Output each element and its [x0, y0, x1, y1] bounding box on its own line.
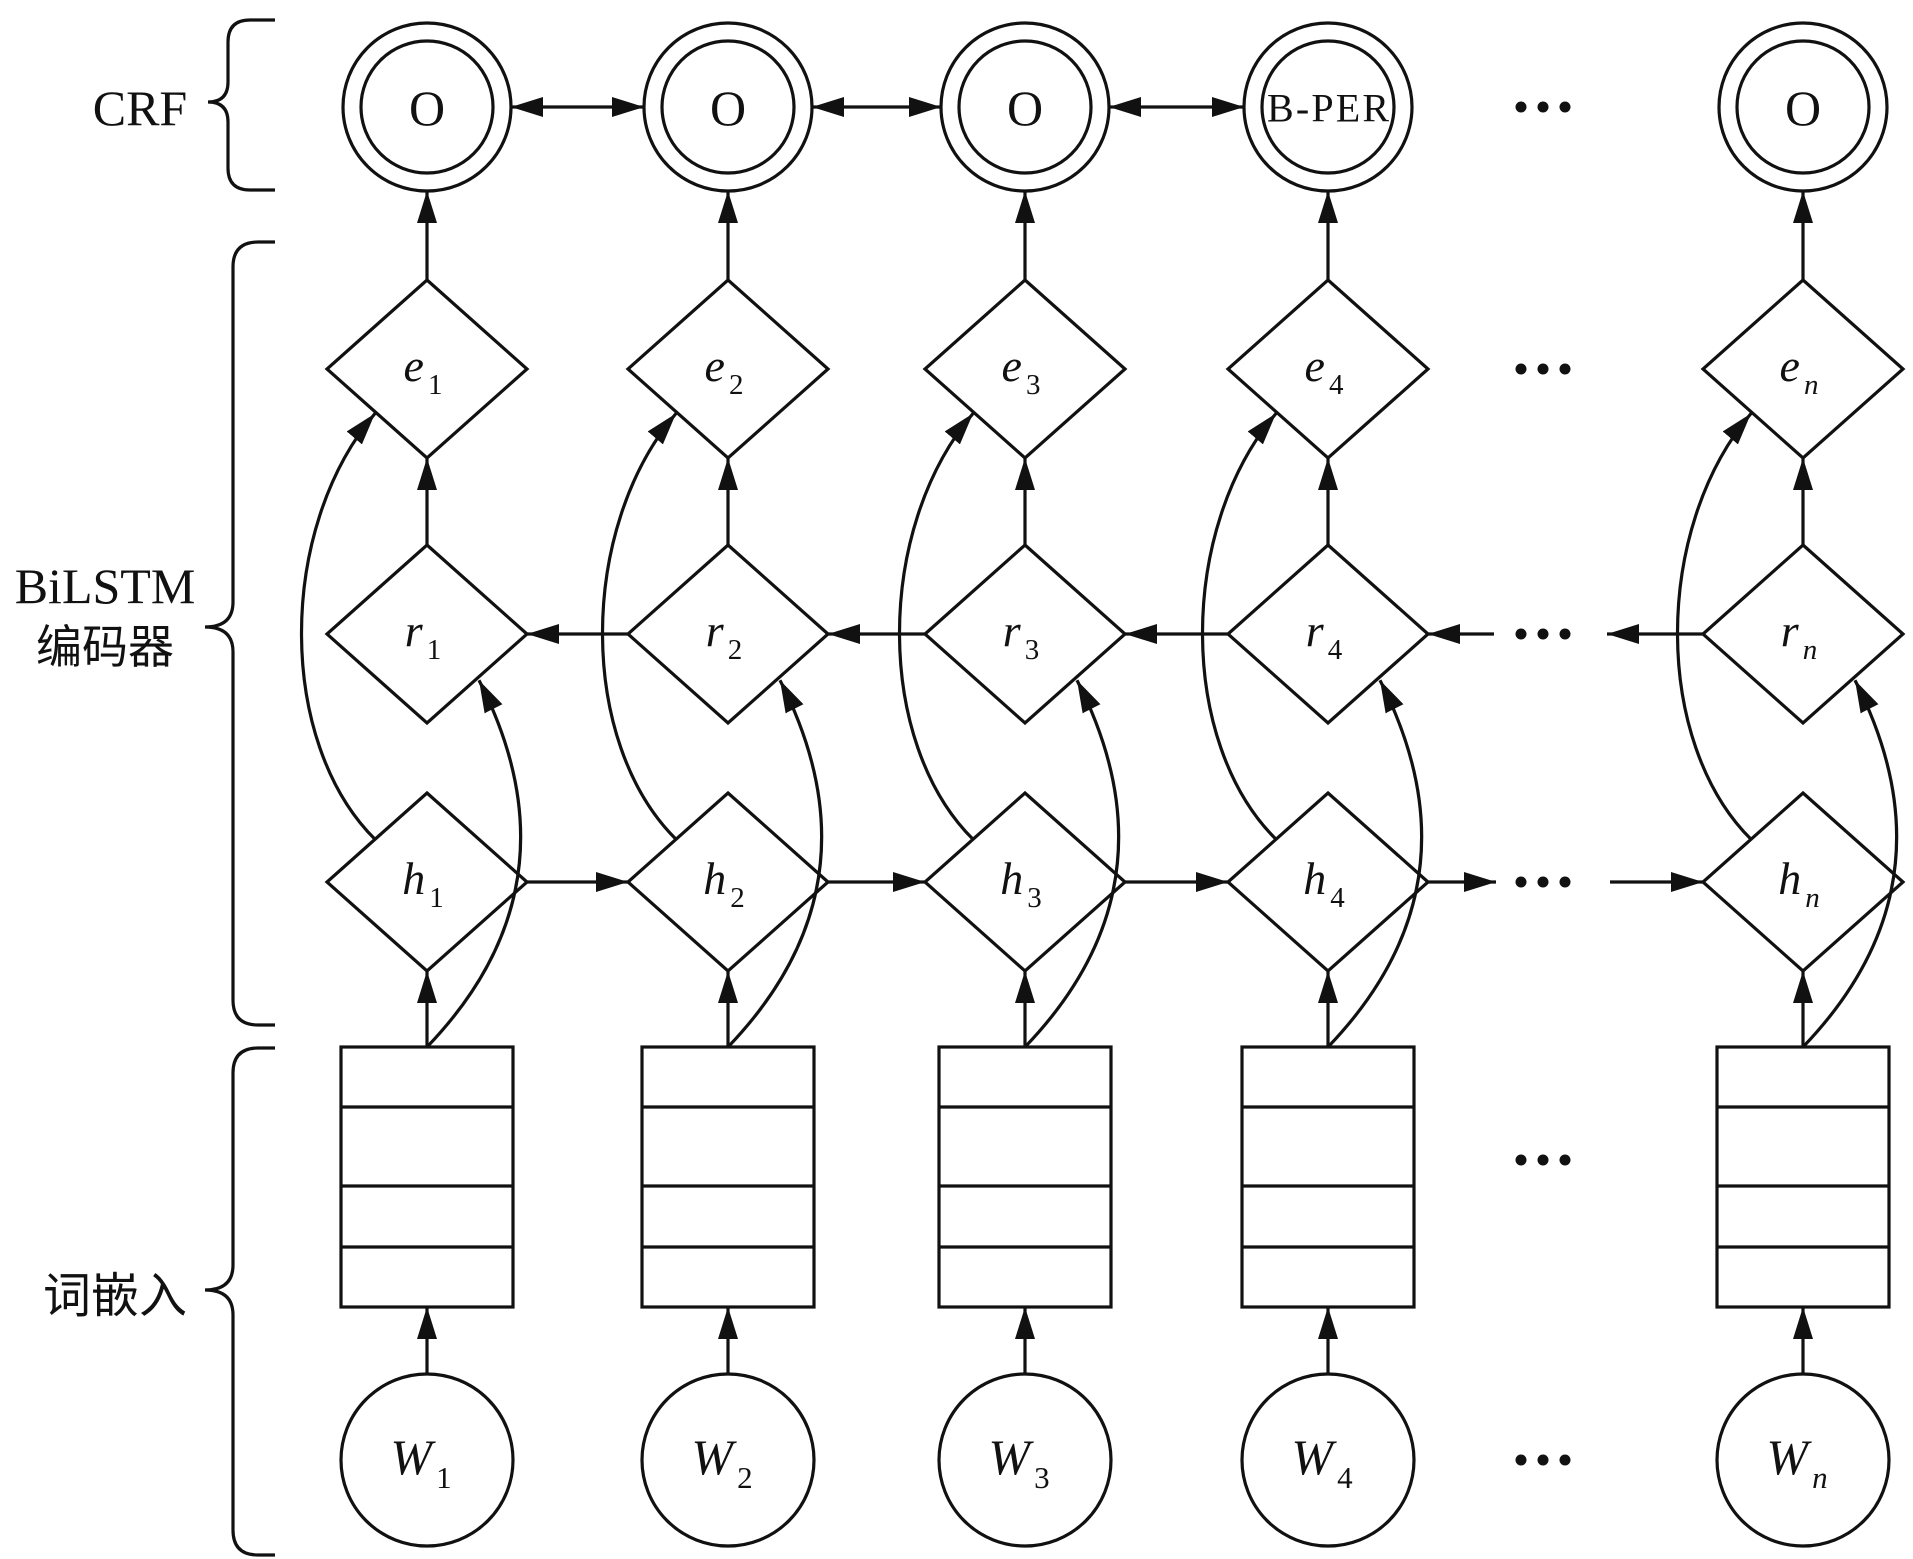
crf-node-inner: [1735, 39, 1871, 175]
backward-lstm-node: [922, 542, 1128, 726]
word-embedding-vector: [640, 1045, 816, 1309]
backward-lstm-node: [625, 542, 831, 726]
word-embedding-vector: [937, 1045, 1113, 1309]
forward-lstm-node: [922, 790, 1128, 974]
backward-lstm-node: [1700, 542, 1906, 726]
ellipsis-dot: [1515, 1454, 1527, 1466]
crf-tag-label: O: [710, 80, 746, 136]
ellipsis-dot: [1537, 101, 1549, 113]
emission-node: [922, 277, 1128, 461]
h-to-e-curve-arrow: [1676, 412, 1753, 841]
word-input-node: [640, 1372, 816, 1548]
bilstm-layer-label: BiLSTM: [15, 558, 196, 614]
crf-node-inner: [1260, 39, 1396, 175]
word-input-node: [1240, 1372, 1416, 1548]
backward-lstm-node: [324, 542, 530, 726]
word-input-node: [937, 1372, 1113, 1548]
ellipsis-dot: [1559, 1454, 1571, 1466]
forward-lstm-node: [1700, 790, 1906, 974]
word-input-node: [339, 1372, 515, 1548]
bilstm-brace: [204, 240, 275, 1027]
embedding-to-r-curve-arrow: [726, 679, 824, 1049]
forward-lstm-node: [324, 790, 530, 974]
ellipsis-dot: [1559, 628, 1571, 640]
crf-node-inner: [359, 39, 495, 175]
ellipsis-dot: [1515, 363, 1527, 375]
embedding-to-r-curve-arrow: [1801, 679, 1899, 1049]
word-embedding-vector: [339, 1045, 515, 1309]
emission-node: [1700, 277, 1906, 461]
forward-lstm-node: [1225, 790, 1431, 974]
h-to-e-curve-arrow: [898, 412, 975, 841]
crf-node-inner: [957, 39, 1093, 175]
ellipsis-dot: [1537, 628, 1549, 640]
backward-lstm-node: [1225, 542, 1431, 726]
ellipsis-dot: [1537, 876, 1549, 888]
ellipsis-dot: [1537, 1154, 1549, 1166]
ellipsis-dot: [1559, 876, 1571, 888]
crf-tag-label: O: [1007, 80, 1043, 136]
ellipsis-dot: [1515, 876, 1527, 888]
ellipsis-dot: [1559, 363, 1571, 375]
embedding-to-r-curve-arrow: [425, 679, 523, 1049]
embedding-to-r-curve-arrow: [1326, 679, 1424, 1049]
h-to-e-curve-arrow: [1201, 412, 1278, 841]
ellipsis-dot: [1537, 1454, 1549, 1466]
ellipsis-dot: [1515, 1154, 1527, 1166]
crf-brace: [207, 18, 275, 192]
embedding-brace: [204, 1046, 275, 1557]
word-embedding-vector: [1240, 1045, 1416, 1309]
emission-node: [1225, 277, 1431, 461]
word-embedding-vector: [1715, 1045, 1891, 1309]
crf-tag-label: O: [409, 80, 445, 136]
ellipsis-dot: [1515, 101, 1527, 113]
h-to-e-curve-arrow: [300, 412, 377, 841]
emission-node: [625, 277, 831, 461]
crf-node-inner: [660, 39, 796, 175]
ellipsis-dot: [1559, 101, 1571, 113]
encoder-layer-label: 编码器: [36, 620, 174, 674]
crf-layer-label: CRF: [93, 80, 188, 136]
ellipsis-dot: [1559, 1154, 1571, 1166]
word-input-node: [1715, 1372, 1891, 1548]
emission-node: [324, 277, 530, 461]
forward-lstm-node: [625, 790, 831, 974]
ellipsis-dot: [1515, 628, 1527, 640]
embedding-to-r-curve-arrow: [1023, 679, 1121, 1049]
ellipsis-dot: [1537, 363, 1549, 375]
crf-tag-label: B-PER: [1267, 85, 1389, 130]
embedding-layer-label: 词嵌入: [43, 1268, 187, 1324]
crf-tag-label: O: [1785, 80, 1821, 136]
h-to-e-curve-arrow: [601, 412, 678, 841]
